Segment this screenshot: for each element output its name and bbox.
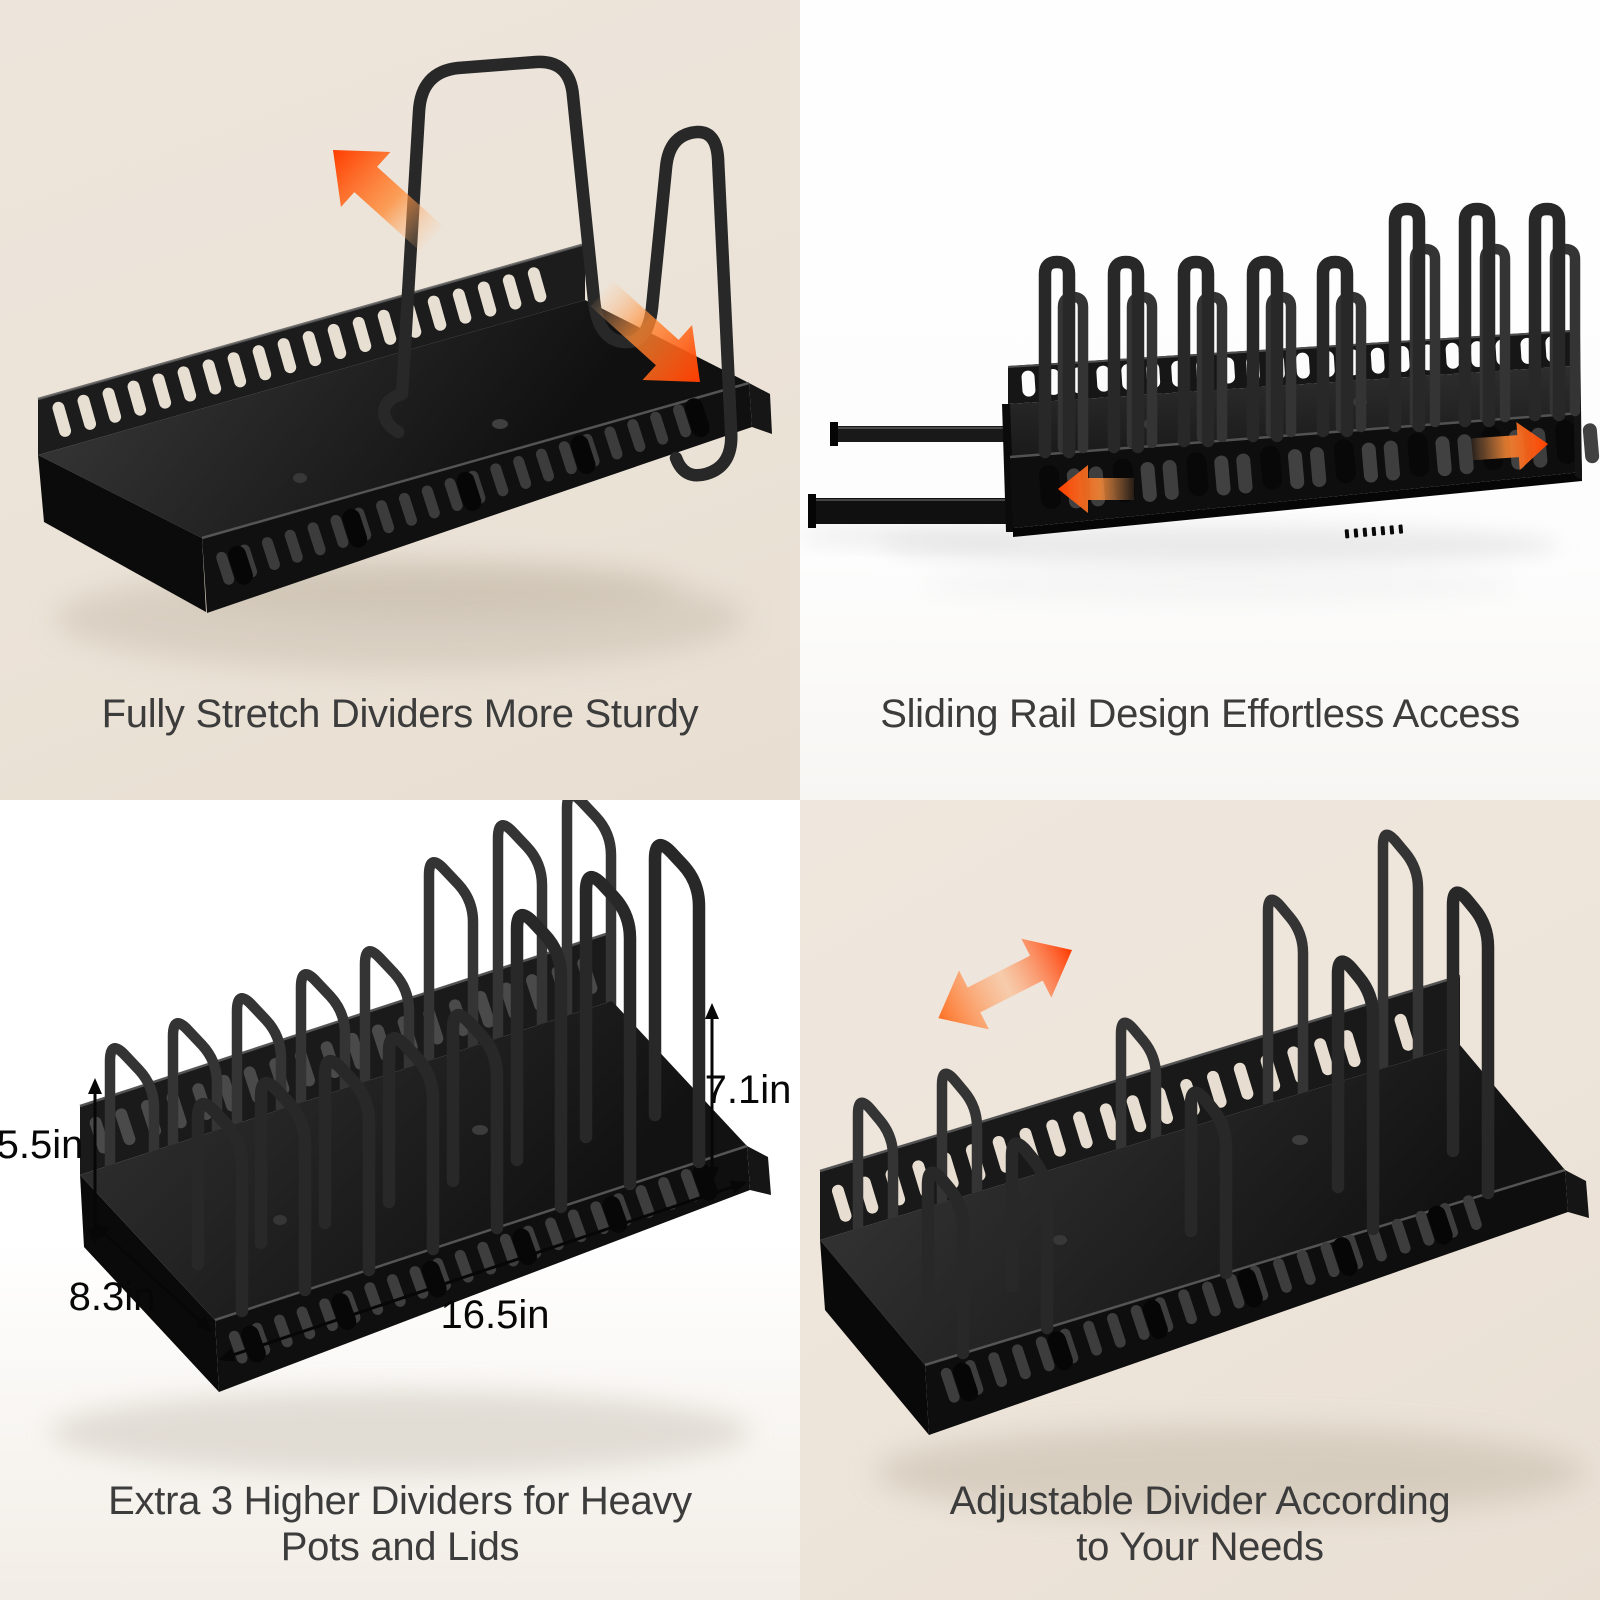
tray-shadow bbox=[875, 1426, 1585, 1518]
slide-rails bbox=[808, 422, 1013, 528]
dimension-label-length: 16.5in bbox=[440, 1293, 550, 1337]
feature-panel-sliding-rail: Sliding Rail Design Effortless Access bbox=[800, 0, 1600, 800]
caption-fully-stretch: Fully Stretch Dividers More Sturdy bbox=[101, 692, 699, 736]
arrow-left-icon bbox=[1058, 465, 1134, 513]
double-arrow-icon bbox=[938, 938, 1072, 1030]
arrow-up-left-icon bbox=[333, 150, 443, 251]
dimension-label-depth: 8.3in bbox=[68, 1275, 156, 1319]
tray-shadow bbox=[50, 1390, 750, 1474]
adjustable-divider-illustration bbox=[819, 829, 1589, 1518]
rail-teeth bbox=[1344, 524, 1404, 539]
dimension-label-side-height: 5.5in bbox=[0, 1123, 84, 1167]
arrow-right-icon bbox=[1471, 422, 1548, 471]
stretch-divider-illustration bbox=[37, 55, 772, 670]
sliding-rail-illustration bbox=[800, 202, 1600, 603]
dimension-label-divider-height: 7.1in bbox=[704, 1068, 792, 1112]
caption-line: Adjustable Divider According bbox=[949, 1479, 1451, 1523]
dimension-arrow-length bbox=[218, 1180, 747, 1362]
dimensions-illustration bbox=[50, 800, 771, 1474]
caption-sliding-rail: Sliding Rail Design Effortless Access bbox=[880, 692, 1520, 736]
feature-panel-dimensions: 5.5in 8.3in 16.5in 7.1in Extra 3 Higher … bbox=[0, 800, 800, 1600]
caption-line: to Your Needs bbox=[1076, 1525, 1324, 1569]
front-rail-rivets bbox=[228, 398, 710, 585]
empty-tray-base bbox=[37, 242, 772, 613]
base-shadow bbox=[880, 525, 1560, 565]
caption-line: Pots and Lids bbox=[280, 1525, 520, 1569]
back-rail-slots bbox=[52, 267, 547, 437]
organizer-with-dividers bbox=[79, 800, 771, 1392]
caption-extra-dividers: Extra 3 Higher Dividers for Heavy Pots a… bbox=[0, 1478, 800, 1570]
organizer-base bbox=[1002, 330, 1600, 539]
feature-panel-fully-stretch: Fully Stretch Dividers More Sturdy bbox=[0, 0, 800, 800]
front-slots-b bbox=[1088, 427, 1548, 507]
caption-adjustable: Adjustable Divider According to Your Nee… bbox=[800, 1478, 1600, 1570]
dimension-arrow-divider-height bbox=[705, 1003, 719, 1183]
wire-dividers bbox=[1038, 202, 1581, 459]
arrow-down-right-icon bbox=[590, 281, 700, 382]
caption-line: Extra 3 Higher Dividers for Heavy bbox=[108, 1479, 692, 1523]
dimension-arrow-depth bbox=[93, 1223, 212, 1332]
front-rail-rivets bbox=[953, 1205, 1453, 1402]
organizer-with-adjustable-dividers bbox=[819, 829, 1589, 1435]
feature-panel-adjustable: Adjustable Divider According to Your Nee… bbox=[800, 800, 1600, 1600]
